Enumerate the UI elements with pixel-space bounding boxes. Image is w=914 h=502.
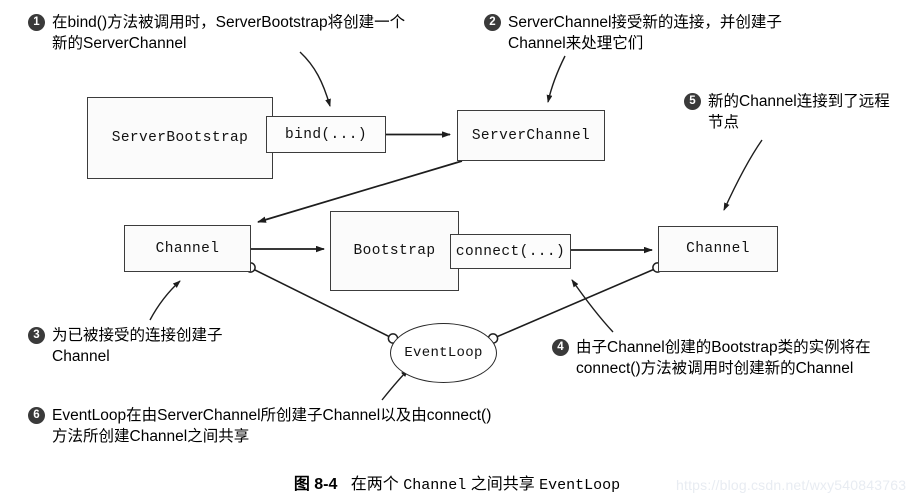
watermark-url: https://blog.csdn.net/wxy540843763 [676,477,907,493]
annotation-3: 3 为已被接受的连接创建子Channel [28,325,258,367]
annotation-1-text: 在bind()方法被调用时，ServerBootstrap将创建一个新的Serv… [52,14,406,52]
annotation-2-text: ServerChannel接受新的连接，并创建子Channel来处理它们 [508,14,782,52]
annotation-5-text: 新的Channel连接到了远程节点 [708,93,890,131]
annotation-1: 1 在bind()方法被调用时，ServerBootstrap将创建一个新的Se… [28,12,418,54]
node-connect-method[interactable]: connect(...) [450,234,571,269]
node-channel-right[interactable]: Channel [658,226,778,272]
leader-annotation-5 [723,139,763,211]
figure-number: 图 8-4 [293,476,338,493]
caption-text-2: 之间共享 [470,476,535,493]
edge-serverchannel-to-channel-left [257,160,463,223]
figure-caption: 图 8-4 在两个 Channel 之间共享 EventLoop [0,470,914,494]
node-event-loop[interactable]: EventLoop [390,323,497,383]
leader-annotation-3 [149,280,181,321]
annotation-5-number: 5 [684,93,701,110]
annotation-2-number: 2 [484,14,501,31]
caption-mono-channel: Channel [403,477,467,494]
edge-channel-left-to-eventloop [250,267,393,339]
annotation-6-text: EventLoop在由ServerChannel所创建子Channel以及由co… [52,407,492,445]
caption-mono-eventloop: EventLoop [539,477,621,494]
leader-annotation-6 [381,369,409,401]
annotation-3-number: 3 [28,327,45,344]
annotation-2: 2 ServerChannel接受新的连接，并创建子Channel来处理它们 [484,12,814,54]
annotation-3-text: 为已被接受的连接创建子Channel [52,327,223,365]
leader-annotation-4 [571,279,614,333]
node-bootstrap[interactable]: Bootstrap [330,211,459,291]
caption-text-1: 在两个 [350,476,399,493]
leader-annotation-1 [299,51,331,107]
edge-channel-right-to-eventloop [493,267,658,339]
annotation-6-number: 6 [28,407,45,424]
annotation-4-number: 4 [552,339,569,356]
annotation-5: 5 新的Channel连接到了远程节点 [684,91,899,133]
node-server-channel[interactable]: ServerChannel [457,110,605,161]
annotation-4-text: 由子Channel创建的Bootstrap类的实例将在connect()方法被调… [576,339,871,377]
annotation-4: 4 由子Channel创建的Bootstrap类的实例将在connect()方法… [552,337,904,379]
leader-annotation-2 [546,55,566,103]
node-bind-method[interactable]: bind(...) [266,116,386,153]
annotation-6: 6 EventLoop在由ServerChannel所创建子Channel以及由… [28,405,498,447]
node-server-bootstrap[interactable]: ServerBootstrap [87,97,273,179]
annotation-1-number: 1 [28,14,45,31]
node-channel-left[interactable]: Channel [124,225,251,272]
